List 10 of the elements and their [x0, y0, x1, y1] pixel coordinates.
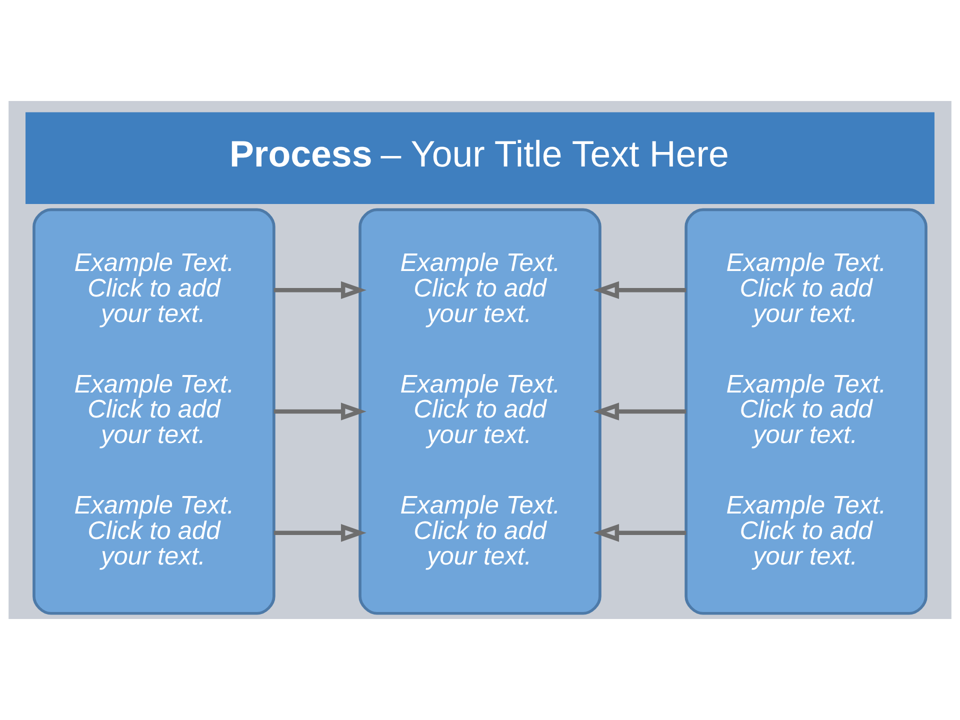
node-box: Example Text. Click to add your text. Example Text. Click to add your text. Example Text. Click to add your text.	[358, 208, 602, 615]
arrow	[274, 402, 366, 420]
arrow	[274, 524, 366, 542]
node-box: Example Text. Click to add your text. Example Text. Click to add your text. Example Text. Click to add your text.	[684, 208, 928, 615]
diagram-title: Process – Your Title Text Here	[229, 133, 729, 174]
arrow	[274, 281, 366, 300]
node-box: Example Text. Click to add your text. Example Text. Click to add your text. Example Text. Click to add your text.	[32, 208, 276, 615]
arrow	[594, 281, 686, 300]
arrow	[594, 524, 686, 542]
arrow	[594, 402, 686, 420]
